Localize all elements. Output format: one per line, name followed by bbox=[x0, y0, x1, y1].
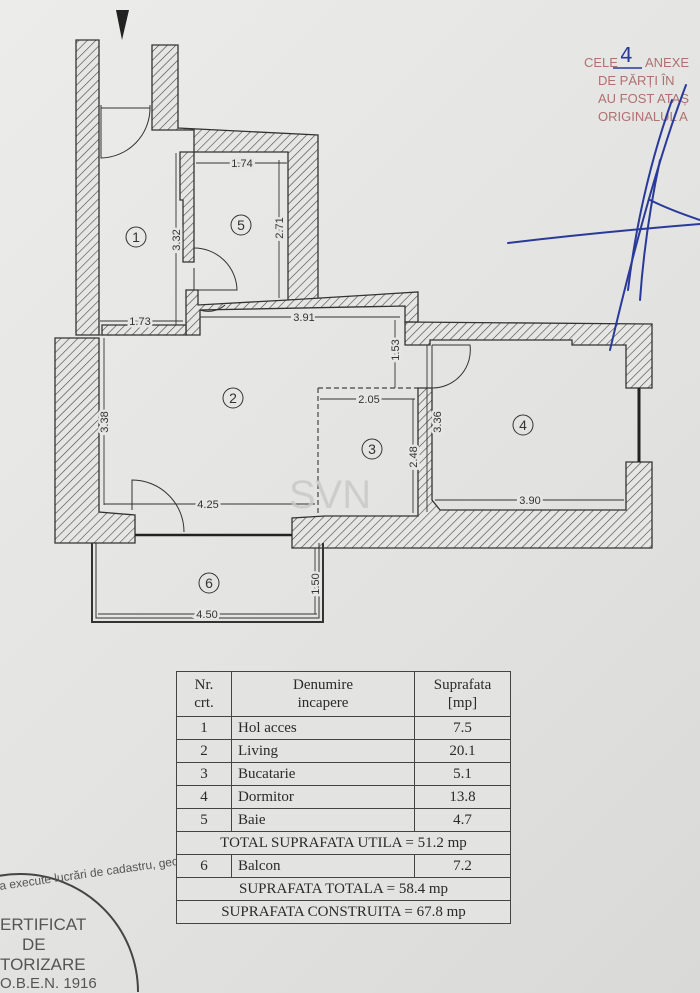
cell-name: Hol acces bbox=[231, 716, 415, 740]
total-utila: TOTAL SUPRAFATA UTILA = 51.2 mp bbox=[176, 831, 511, 855]
dim-label: 4.25 bbox=[197, 499, 218, 511]
entry-arrow-icon bbox=[116, 10, 129, 40]
stamp-arc-text: a execute lucrări de cadastru, geode bbox=[0, 852, 193, 893]
header-name: Denumire bbox=[293, 677, 353, 693]
balcony-inner-outline bbox=[95, 543, 320, 619]
stamp-text: O.B.E.N. 1916 bbox=[0, 975, 97, 992]
total-utila-row: TOTAL SUPRAFATA UTILA = 51.2 mp bbox=[176, 831, 511, 855]
cell-area: 5.1 bbox=[414, 762, 511, 786]
cell-name: Dormitor bbox=[231, 785, 415, 809]
header-area: Suprafata bbox=[433, 677, 492, 693]
room-number-1: 1 bbox=[132, 229, 140, 245]
watermark: SVN bbox=[289, 473, 371, 517]
cell-area: 7.5 bbox=[414, 716, 511, 740]
room-number-4: 4 bbox=[519, 417, 527, 433]
cell-area: 7.2 bbox=[414, 854, 511, 878]
stamp-text: AU FOST ATAȘ bbox=[598, 91, 689, 106]
stamp-text: CELE bbox=[584, 55, 618, 70]
header-name-2: incapere bbox=[297, 695, 349, 711]
stamp-text: TORIZARE bbox=[0, 955, 86, 974]
dim-label: 3.91 bbox=[293, 312, 314, 324]
dim-label: 3.36 bbox=[432, 411, 444, 432]
dim-label: 1.74 bbox=[231, 158, 252, 170]
stamp-text: DE PĂRȚI ÎN bbox=[598, 73, 675, 88]
dim-label: 3.90 bbox=[519, 495, 540, 507]
stamp-text: DE bbox=[22, 935, 46, 954]
table-header: Nr. crt. Denumire incapere Suprafata [mp] bbox=[176, 671, 511, 717]
cell-nr: 5 bbox=[176, 808, 232, 832]
certificate-stamp: a execute lucrări de cadastru, geode ERT… bbox=[0, 852, 193, 993]
total-row: SUPRAFATA TOTALA = 58.4 mp bbox=[176, 877, 511, 901]
cell-nr: 4 bbox=[176, 785, 232, 809]
room-markers bbox=[125, 214, 534, 594]
handwritten-count: 4 bbox=[620, 43, 633, 67]
dim-label: 1.73 bbox=[129, 316, 150, 328]
cell-area: 4.7 bbox=[414, 808, 511, 832]
dimension-lines bbox=[98, 153, 624, 615]
header-area-2: [mp] bbox=[447, 695, 478, 711]
cell-area: 20.1 bbox=[414, 739, 511, 763]
cell-name: Bucatarie bbox=[231, 762, 415, 786]
cell-nr: 2 bbox=[176, 739, 232, 763]
cell-area: 13.8 bbox=[414, 785, 511, 809]
pen-signature bbox=[507, 84, 700, 351]
room-number-2: 2 bbox=[229, 390, 237, 406]
cell-name: Living bbox=[231, 739, 415, 763]
room-number-5: 5 bbox=[237, 217, 245, 233]
dim-label: 3.32 bbox=[171, 229, 183, 250]
dimension-labels: 1.74 3.32 2.71 1.73 3.91 1.53 3.38 2.05 … bbox=[97, 156, 544, 624]
dim-label: 2.71 bbox=[274, 217, 286, 238]
stamp-ring bbox=[0, 873, 139, 993]
balcony-outline bbox=[91, 543, 324, 623]
cell-nr: 3 bbox=[176, 762, 232, 786]
cell-nr: 6 bbox=[176, 854, 232, 878]
kitchen-boundary bbox=[99, 334, 418, 516]
dim-label: 4.50 bbox=[196, 609, 217, 621]
stamp-text: ANEXE bbox=[645, 55, 689, 70]
annex-stamp: CELE 4 ANEXE DE PĂRȚI ÎN AU FOST ATAȘ OR… bbox=[584, 43, 689, 124]
dim-label: 1.53 bbox=[390, 339, 402, 360]
stamp-text: ERTIFICAT bbox=[0, 915, 86, 934]
dim-label: 2.48 bbox=[408, 446, 420, 467]
built-row: SUPRAFATA CONSTRUITA = 67.8 mp bbox=[176, 900, 511, 924]
dim-label: 2.05 bbox=[358, 394, 379, 406]
total-area: SUPRAFATA TOTALA = 58.4 mp bbox=[176, 877, 511, 901]
cell-name: Balcon bbox=[231, 854, 415, 878]
area-table: Nr. crt. Denumire incapere Suprafata [mp] 1… bbox=[176, 671, 511, 924]
dim-label: 1.50 bbox=[310, 573, 322, 594]
built-area: SUPRAFATA CONSTRUITA = 67.8 mp bbox=[176, 900, 511, 924]
cell-name: Baie bbox=[231, 808, 415, 832]
doors bbox=[100, 105, 471, 533]
cell-nr: 1 bbox=[176, 716, 232, 740]
walls bbox=[54, 39, 653, 549]
room-number-3: 3 bbox=[368, 441, 376, 457]
header-nr: Nr. bbox=[194, 677, 214, 693]
dim-label: 3.38 bbox=[99, 411, 111, 432]
header-nr-2: crt. bbox=[194, 695, 214, 711]
room-number-6: 6 bbox=[205, 575, 213, 591]
